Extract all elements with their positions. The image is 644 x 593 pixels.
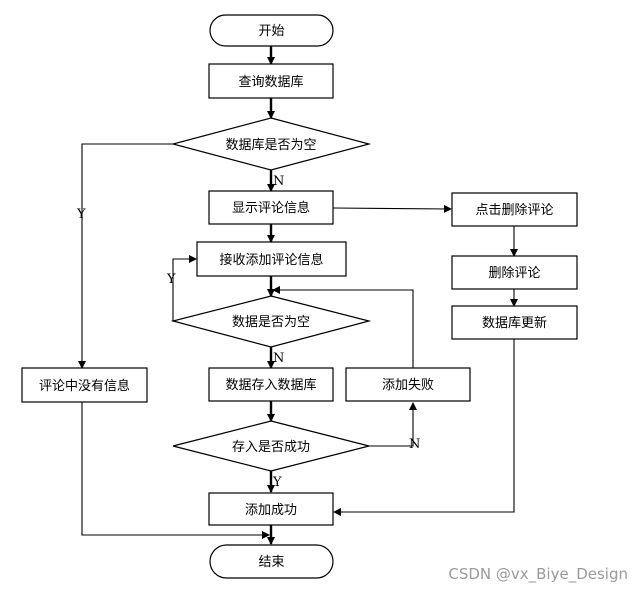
node-click-delete: 点击删除评论 — [451, 192, 578, 227]
decision-data-empty-label: 数据是否为空 — [232, 315, 310, 330]
node-delete-comment-label: 删除评论 — [488, 266, 540, 281]
node-end: 结束 — [209, 544, 334, 579]
label-db-empty-yes: Y — [76, 207, 86, 222]
label-data-empty-no: N — [273, 351, 284, 366]
decision-db-empty: 数据库是否为空 — [170, 117, 372, 171]
node-add-failed-label: 添加失败 — [382, 378, 434, 393]
edge-nocomments-end — [81, 402, 270, 539]
node-add-failed: 添加失败 — [345, 367, 471, 402]
decision-save-success: 存入是否成功 — [172, 420, 370, 472]
node-save-data: 数据存入数据库 — [208, 367, 334, 402]
node-click-delete-label: 点击删除评论 — [475, 203, 553, 218]
node-db-update-label: 数据库更新 — [482, 315, 547, 331]
node-add-success-label: 添加成功 — [245, 503, 297, 518]
edge-update-success — [333, 339, 515, 516]
node-query-db-label: 查询数据库 — [238, 74, 303, 90]
decision-save-success-label: 存入是否成功 — [232, 440, 310, 455]
node-db-update: 数据库更新 — [451, 305, 578, 340]
watermark: CSDN @vx_Biye_Design — [448, 565, 628, 584]
label-save-no: N — [409, 437, 420, 452]
node-no-comments: 评论中没有信息 — [21, 367, 148, 403]
node-show-comments: 显示评论信息 — [208, 190, 334, 225]
node-delete-comment: 删除评论 — [451, 255, 578, 290]
node-start-label: 开始 — [258, 24, 284, 39]
connectors — [78, 46, 518, 545]
edge-show-clickdelete — [332, 204, 452, 213]
node-start: 开始 — [209, 14, 334, 47]
node-no-comments-label: 评论中没有信息 — [39, 378, 130, 394]
node-receive-comment: 接收添加评论信息 — [196, 241, 347, 277]
edge-dbempty-nocomments — [78, 143, 173, 369]
edge-failed-loop — [272, 286, 414, 368]
node-receive-comment-label: 接收添加评论信息 — [219, 252, 323, 268]
label-data-empty-yes: Y — [166, 272, 176, 287]
node-add-success: 添加成功 — [208, 492, 334, 526]
decision-data-empty: 数据是否为空 — [170, 295, 372, 348]
node-query-db: 查询数据库 — [208, 63, 334, 99]
label-save-yes: Y — [272, 475, 282, 490]
node-show-comments-label: 显示评论信息 — [232, 200, 310, 216]
edge-dataempty-loop — [172, 255, 197, 321]
label-db-empty-no: N — [273, 174, 284, 189]
edge-decision3-failed — [369, 402, 417, 447]
decision-db-empty-label: 数据库是否为空 — [225, 137, 316, 153]
node-end-label: 结束 — [258, 555, 284, 570]
node-save-data-label: 数据存入数据库 — [225, 377, 316, 393]
